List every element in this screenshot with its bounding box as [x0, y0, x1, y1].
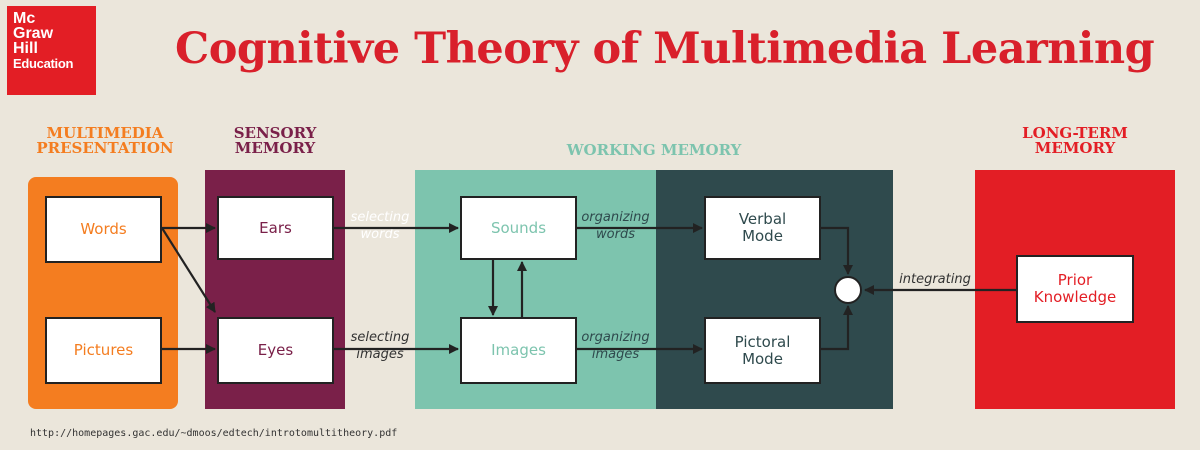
integrating-label: integrating	[899, 272, 971, 287]
eyes-box: Eyes	[217, 317, 334, 384]
ears-box: Ears	[217, 196, 334, 260]
heading-sensory-memory: SENSORY MEMORY	[233, 124, 317, 157]
pictures-box: Pictures	[45, 317, 162, 384]
integration-node	[834, 276, 862, 304]
logo-line-2: Graw	[13, 25, 54, 42]
selecting-words-label: selecting words	[350, 210, 410, 242]
selecting-images-label: selecting images	[350, 330, 410, 362]
organizing-images-label: organizing images	[581, 330, 650, 362]
logo-line-1: Mc	[13, 10, 36, 27]
pictoral-mode-box: Pictoral Mode	[704, 317, 821, 384]
prior-knowledge-box: Prior Knowledge	[1016, 255, 1134, 323]
organizing-words-label: organizing words	[581, 210, 650, 242]
sounds-box: Sounds	[460, 196, 577, 260]
heading-long-term-memory: LONG-TERM MEMORY	[1022, 124, 1128, 157]
words-box: Words	[45, 196, 162, 263]
verbal-mode-box: Verbal Mode	[704, 196, 821, 260]
arrow-pictoral-to-integration	[821, 305, 853, 351]
source-url: http://homepages.gac.edu/~dmoos/edtech/i…	[30, 428, 398, 439]
mcgraw-hill-logo: Mc Graw Hill Education	[7, 6, 96, 95]
arrow-verbal-to-integration	[821, 226, 853, 275]
images-box: Images	[460, 317, 577, 384]
heading-working-memory: WORKING MEMORY	[566, 141, 742, 159]
page-title: Cognitive Theory of Multimedia Learning	[175, 24, 1155, 74]
logo-line-4: Education	[13, 56, 74, 71]
logo-line-3: Hill	[13, 40, 38, 57]
arrow-words-to-eyes	[161, 227, 216, 313]
heading-multimedia-presentation: MULTIMEDIA PRESENTATION	[36, 124, 174, 157]
